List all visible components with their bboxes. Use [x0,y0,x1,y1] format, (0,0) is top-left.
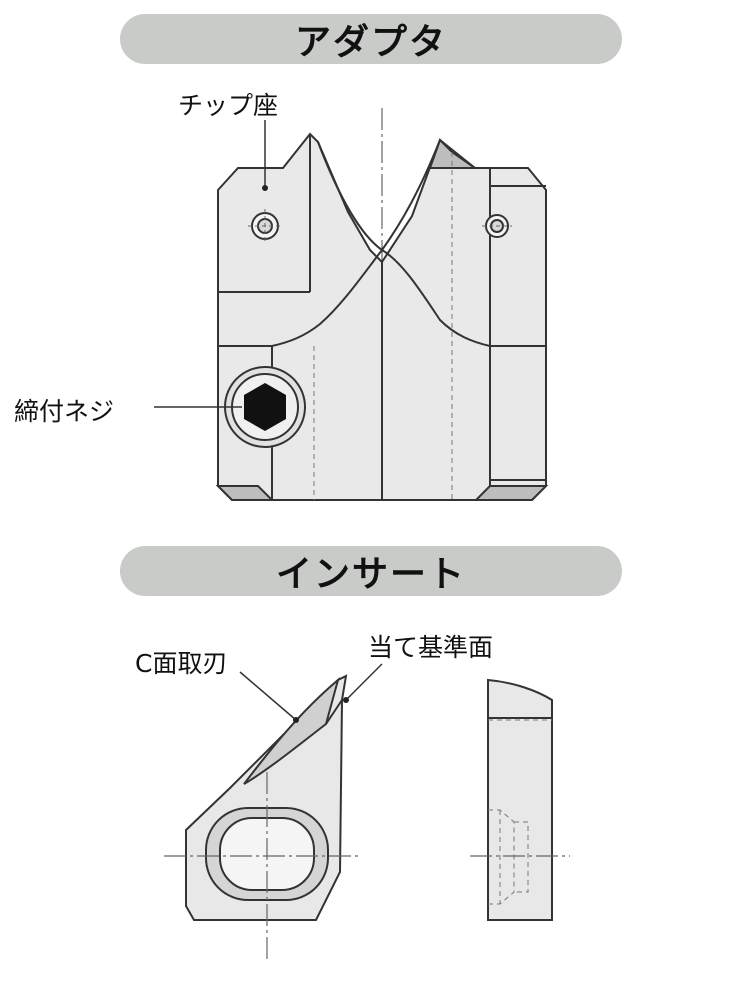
reference-surface-leader [345,663,383,701]
adapter-drawing [154,108,549,502]
insert-section-title: インサート [275,554,466,595]
c-chamfer-edge-label: C面取刃 [135,649,228,678]
insert-section-banner: インサート [120,546,622,596]
insert-drawing [164,663,570,960]
adapter-left-jaw [217,132,383,501]
adapter-section-title: アダプタ [294,22,447,63]
chip-seat-dot [262,185,268,191]
reference-surface-label: 当て基準面 [368,633,494,662]
c-chamfer-leader [239,671,297,721]
adapter-right-jaw [381,138,547,501]
clamp-screw-label: 締付ネジ [14,397,115,426]
insert-chamfer-face [243,677,340,785]
adapter-section-banner: アダプタ [120,14,622,64]
hex-socket [244,383,286,431]
insert-side-body [487,678,553,921]
chip-seat-label: チップ座 [178,91,279,120]
